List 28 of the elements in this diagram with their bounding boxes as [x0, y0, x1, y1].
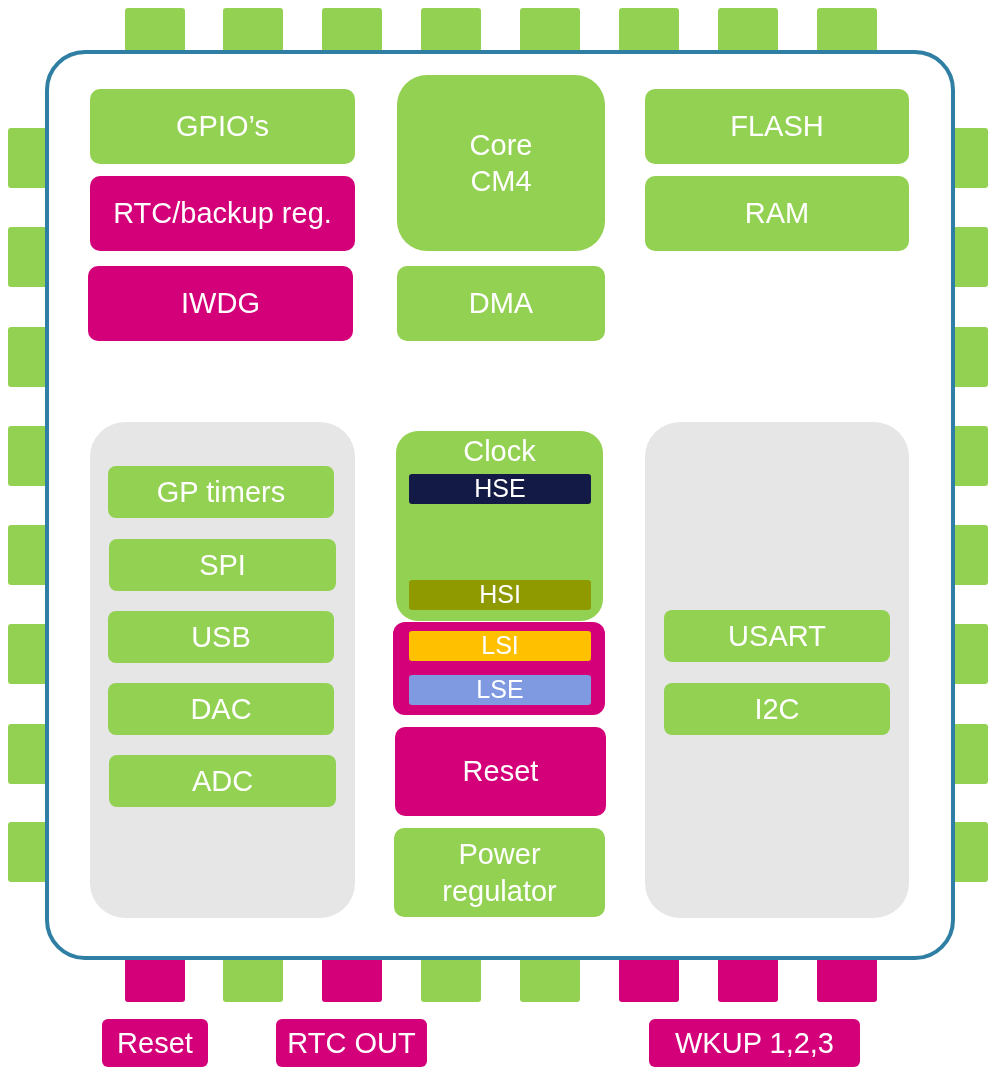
- pin-label: Reset: [102, 1019, 208, 1067]
- module-box: FLASH: [645, 89, 909, 164]
- core-box: Core CM4: [397, 75, 605, 251]
- module-box: Power regulator: [394, 828, 605, 917]
- peripheral-panel: [645, 422, 909, 918]
- oscillator-bar: LSE: [409, 675, 591, 705]
- oscillator-group-box: [393, 622, 605, 715]
- module-box: IWDG: [88, 266, 353, 341]
- module-box: I2C: [664, 683, 890, 735]
- module-box: GP timers: [108, 466, 334, 518]
- oscillator-bar: HSI: [409, 580, 591, 610]
- group-title: Clock: [463, 434, 536, 469]
- module-box: DAC: [108, 683, 334, 735]
- module-box: RAM: [645, 176, 909, 251]
- pin-label: RTC OUT: [276, 1019, 427, 1067]
- oscillator-bar: HSE: [409, 474, 591, 504]
- module-box: USART: [664, 610, 890, 662]
- oscillator-bar: LSI: [409, 631, 591, 661]
- clock-box: [396, 431, 603, 621]
- pin-label: WKUP 1,2,3: [649, 1019, 860, 1067]
- peripheral-panel: [90, 422, 355, 918]
- module-box: ADC: [109, 755, 336, 807]
- module-box: DMA: [397, 266, 605, 341]
- module-box: GPIO’s: [90, 89, 355, 164]
- module-box: RTC/backup reg.: [90, 176, 355, 251]
- module-box: Reset: [395, 727, 606, 816]
- module-box: SPI: [109, 539, 336, 591]
- module-box: USB: [108, 611, 334, 663]
